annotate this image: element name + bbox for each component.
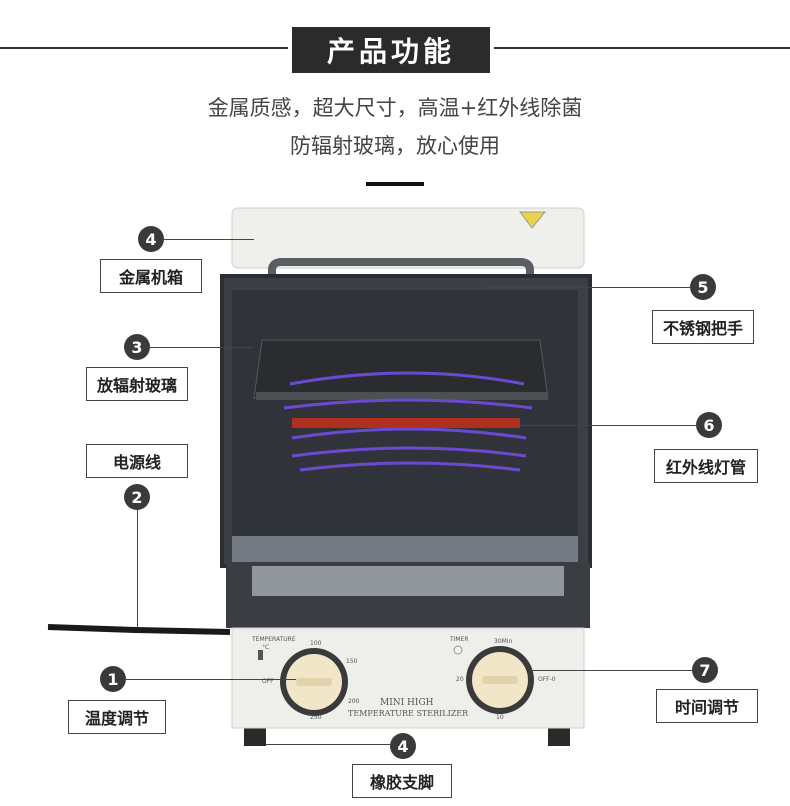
handle bbox=[268, 258, 534, 292]
divider-bar bbox=[366, 182, 424, 186]
callout-leader bbox=[484, 287, 690, 288]
glass-pane bbox=[232, 290, 578, 536]
callout-leader bbox=[164, 239, 254, 240]
callout-label-metal-case: 金属机箱 bbox=[100, 259, 202, 293]
sterilizer-illustration bbox=[47, 207, 592, 746]
temp-tick: 200 bbox=[348, 698, 360, 705]
callout-leader bbox=[150, 347, 252, 348]
temp-tick: 100 bbox=[310, 640, 322, 647]
warning-sticker bbox=[519, 211, 547, 229]
temp-label: TEMPERATURE bbox=[252, 636, 296, 643]
temp-indicator bbox=[258, 650, 263, 660]
timer-label: TIMER bbox=[450, 636, 469, 643]
model-line-1: MINI HIGH bbox=[380, 698, 434, 708]
callout-label-timer: 时间调节 bbox=[656, 689, 758, 723]
temp-tick: 150 bbox=[346, 658, 358, 665]
callout-badge: 3 bbox=[124, 334, 150, 360]
callout-label-infrared: 红外线灯管 bbox=[654, 449, 758, 483]
temp-tick: 250 bbox=[310, 714, 322, 721]
callout-badge: 2 bbox=[124, 484, 150, 510]
callout-leader bbox=[530, 670, 692, 671]
callout-label-rubber-feet: 橡胶支脚 bbox=[352, 764, 452, 798]
callout-badge: 4 bbox=[138, 226, 164, 252]
callout-label-handle: 不锈钢把手 bbox=[652, 310, 754, 344]
callout-badge: 4 bbox=[390, 733, 416, 759]
callout-badge: 5 bbox=[690, 274, 716, 300]
subtitle-line-1: 金属质感，超大尺寸，高温+红外线除菌 bbox=[207, 96, 583, 120]
timer-tick: 30Min bbox=[494, 638, 513, 645]
callout-leader bbox=[137, 510, 138, 628]
model-line-2: TEMPERATURE STERILIZER bbox=[348, 709, 469, 718]
temp-tick: OFF bbox=[262, 678, 274, 685]
callout-label-glass: 放辐射玻璃 bbox=[86, 367, 188, 401]
header-rule-right bbox=[494, 47, 790, 49]
power-cord bbox=[47, 624, 231, 635]
callout-label-temperature: 温度调节 bbox=[68, 700, 166, 734]
callout-leader bbox=[266, 744, 390, 745]
metal-case-top bbox=[231, 207, 585, 269]
timer-tick: 20 bbox=[456, 676, 464, 683]
tray-rim bbox=[256, 392, 548, 400]
callout-label-power-cord: 电源线 bbox=[86, 444, 188, 478]
section-title: 产品功能 bbox=[292, 27, 490, 73]
infrared-tube bbox=[292, 418, 520, 428]
subtitle-line-2: 防辐射玻璃，放心使用 bbox=[290, 134, 500, 158]
callout-badge: 6 bbox=[696, 412, 722, 438]
callout-badge: 7 bbox=[692, 657, 718, 683]
timer-indicator bbox=[453, 645, 463, 655]
callout-badge: 1 bbox=[100, 666, 126, 692]
callout-leader bbox=[520, 425, 696, 426]
callout-leader bbox=[126, 679, 296, 680]
timer-tick: 10 bbox=[496, 714, 504, 721]
temp-unit: °C bbox=[262, 644, 270, 651]
header-rule-left bbox=[0, 47, 288, 49]
tray bbox=[253, 339, 549, 399]
timer-tick: OFF-0 bbox=[538, 676, 556, 683]
